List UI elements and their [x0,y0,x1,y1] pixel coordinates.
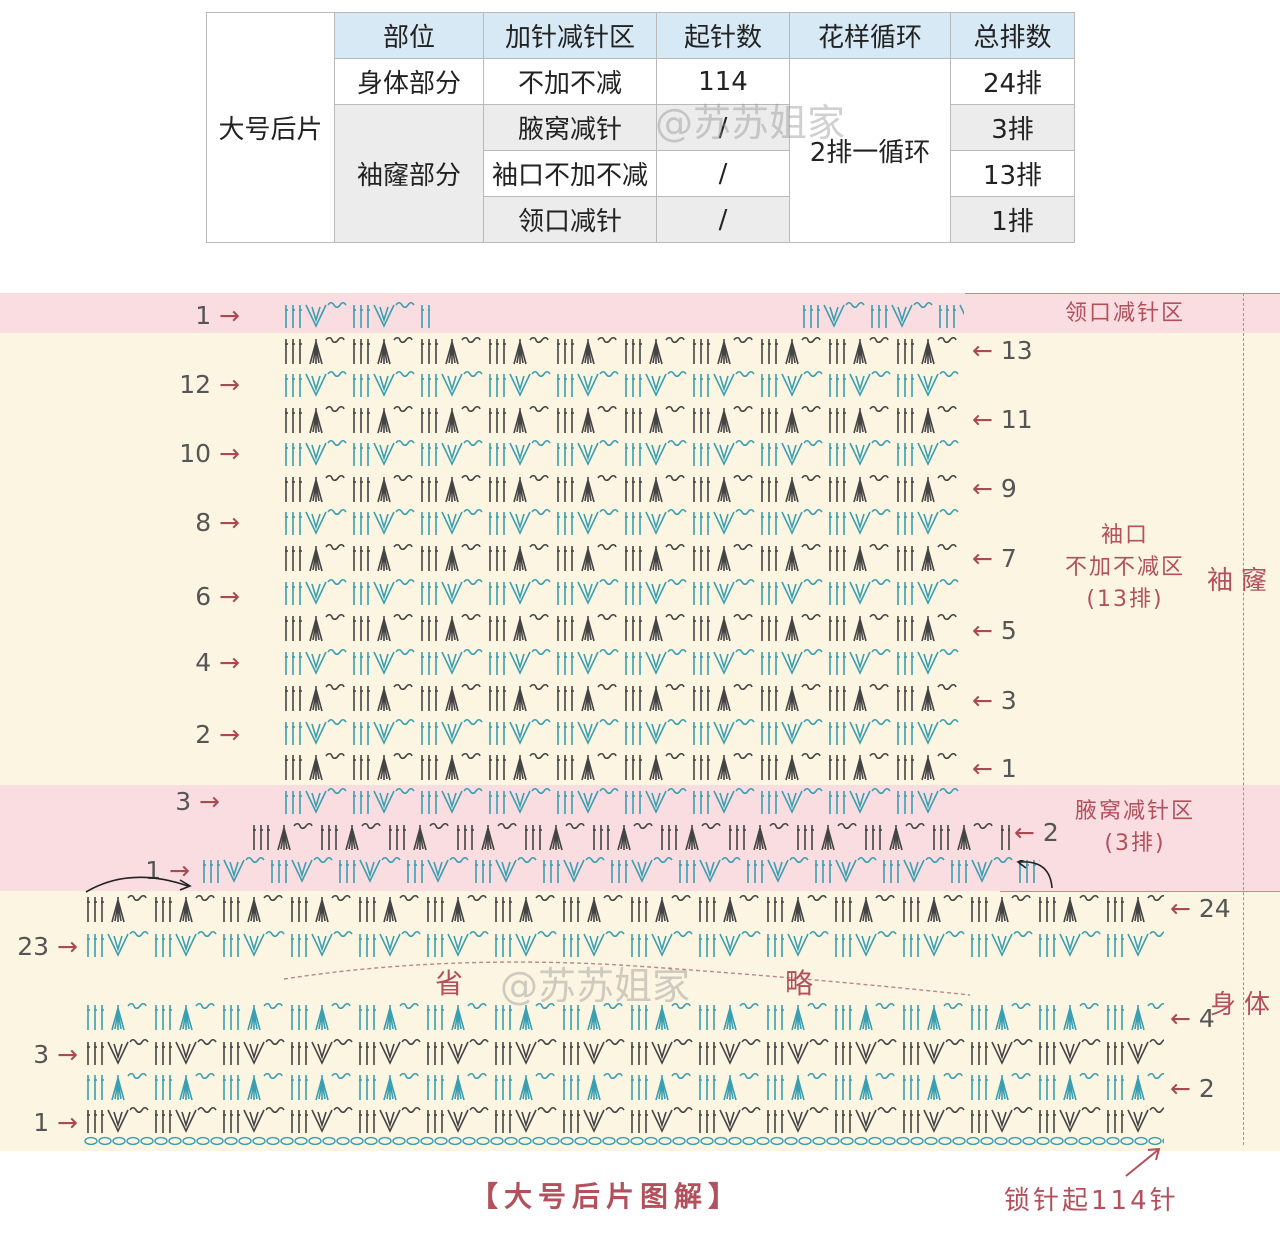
cast-on-cell: / [656,150,790,197]
stitch-row [282,543,964,573]
table-header: 部位 [334,12,484,59]
stitch-row [84,894,1164,924]
stitch-row [84,1002,1164,1032]
row-label: ← 7 [972,544,1017,573]
table-header-row: 大号后片 部位 加针减针区 起针数 花样循环 总排数 [206,12,1075,243]
table-header: 加针减针区 [483,12,657,59]
row-label: 2 → [195,720,240,749]
row-label: ← 2 [1014,818,1059,847]
zone-cell: 不加不减 [483,58,657,105]
row-label: ← 3 [972,686,1017,715]
row-label: ← 9 [972,474,1017,503]
repeat-cell: 2排一循环 [789,58,951,243]
row-label: ← 24 [1170,894,1231,923]
row-label: 3 → [175,787,220,816]
spec-table: 大号后片 部位 加针减针区 起针数 花样循环 总排数 身体部分 不加不减 114… [206,12,1075,243]
row-label: 10 → [179,439,240,468]
table-row: 领口减针 / 1排 [207,196,1075,243]
armhole-side-label: 袖窿 [1207,566,1276,596]
stitch-row [282,370,964,400]
neck-zone-label: 领口减针区 [1064,301,1185,326]
chain-row [84,1134,1164,1148]
stitch-row-neck-left [282,301,430,331]
row-label: ← 13 [972,336,1033,365]
foundation-note: 锁针起114针 [1004,1186,1179,1216]
row-label: 23 → [17,932,78,961]
row-label: 8 → [195,508,240,537]
row-label: 6 → [195,582,240,611]
neck-divider [965,293,1280,294]
row-label: ← 1 [972,754,1017,783]
stitch-row [282,787,964,817]
cast-on-cell: / [656,104,790,151]
stitch-row [282,613,964,643]
row-label: 1 → [33,1108,78,1137]
total-cell: 13排 [950,150,1075,197]
row-label: 1 → [195,301,240,330]
table-row: 身体部分 不加不减 114 2排一循环 24排 [207,58,1075,243]
diagram-caption: 【大号后片图解】 [470,1180,743,1213]
stitch-row [250,822,1010,852]
stitch-row [282,474,964,504]
body-side-label: 身体 [1210,990,1279,1020]
stitch-row [84,930,1164,960]
slip-stitch-arrows [85,860,1053,893]
stitch-row [282,439,964,469]
total-cell: 24排 [950,58,1075,105]
stitch-row [282,336,964,366]
piece-cell: 大号后片 [206,12,335,243]
body-divider [1000,891,1280,892]
cuff-zone-label: 袖口 不加不减区 (13排) [1064,523,1185,612]
stitch-row [282,508,964,538]
row-label: 3 → [33,1040,78,1069]
stitch-row [282,752,964,782]
stitch-row [200,856,1040,886]
armhole-part-cell: 袖窿部分 [334,104,484,243]
stitch-row [282,648,964,678]
side-divider [1243,293,1244,1145]
table-header: 花样循环 [789,12,951,59]
total-cell: 3排 [950,104,1075,151]
cast-on-cell: 114 [656,58,790,105]
table-row: 袖窿部分 腋窝减针 / 3排 [207,104,1075,243]
stitch-row [84,1072,1164,1102]
stitch-row-neck-right [800,301,964,331]
stitch-row [84,1038,1164,1068]
row-label: 12 → [179,370,240,399]
stitch-row [84,1106,1164,1136]
total-cell: 1排 [950,196,1075,243]
zone-cell: 腋窝减针 [483,104,657,151]
cast-on-cell: / [656,196,790,243]
omission-curve [283,961,971,996]
underarm-zone-label: 腋窝减针区 (3排) [1074,799,1195,856]
row-label: ← 5 [972,616,1017,645]
stitch-row [282,578,964,608]
zone-cell: 领口减针 [483,196,657,243]
stitch-row [282,405,964,435]
row-label: ← 11 [972,405,1033,434]
table-header: 起针数 [656,12,790,59]
row-label: ← 2 [1170,1074,1215,1103]
body-part-cell: 身体部分 [334,58,484,105]
omit-text: 略 [785,967,814,1000]
zone-cell: 袖口不加不减 [483,150,657,197]
table-header: 总排数 [950,12,1075,59]
foundation-arrow [1125,1147,1161,1177]
table-row: 袖口不加不减 / 13排 [207,150,1075,197]
stitch-row [282,683,964,713]
stitch-row [282,718,964,748]
row-label: ← 4 [1170,1004,1215,1033]
row-label: 4 → [195,648,240,677]
neck-band [0,293,1280,333]
omit-text: 省 [435,967,464,1000]
